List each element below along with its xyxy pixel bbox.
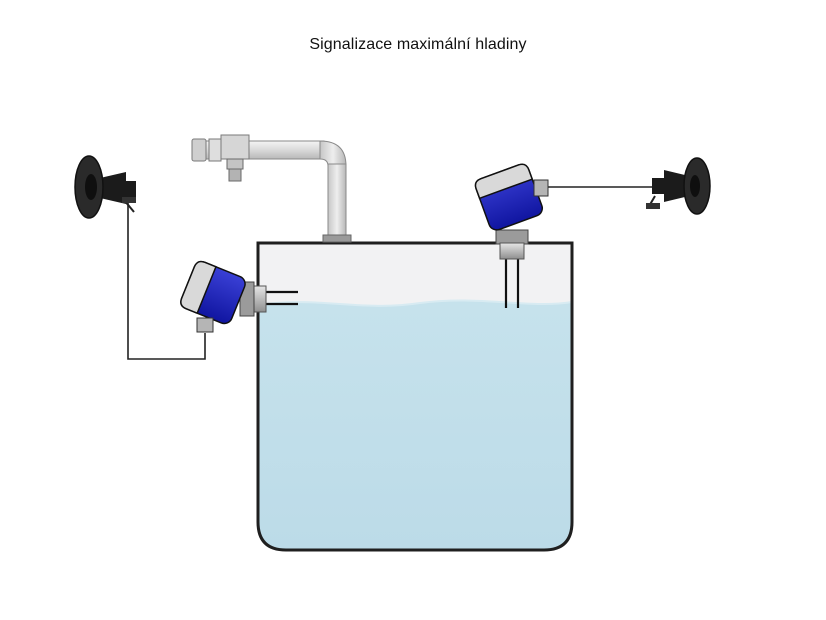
pipe-flange [322,234,352,243]
level-switch-side [180,260,298,333]
diagram-title: Signalizace maximální hladiny [309,36,527,53]
cable-gland [196,317,214,333]
wiring [127,186,660,360]
tank-outline [256,241,574,552]
pipe-elbow [319,140,347,167]
valve-icon [220,134,250,182]
level-switch-top [474,163,549,308]
inlet-pipe [191,134,352,243]
tank [256,241,574,552]
sensor-thread [499,242,525,260]
pipe-coupling [208,138,222,162]
cable-gland [533,179,549,197]
tank-water [258,300,572,550]
sensor-nut [495,229,529,245]
tank-air-space [258,243,572,305]
wire-left [127,200,206,360]
water-surface-line [257,299,573,307]
pipe-end-cap [191,138,207,162]
sensor-head [180,260,246,325]
pipe-vertical [327,163,347,238]
horn-left-icon [74,155,136,219]
sensor-head [474,163,544,231]
horn-right-icon [646,157,711,215]
